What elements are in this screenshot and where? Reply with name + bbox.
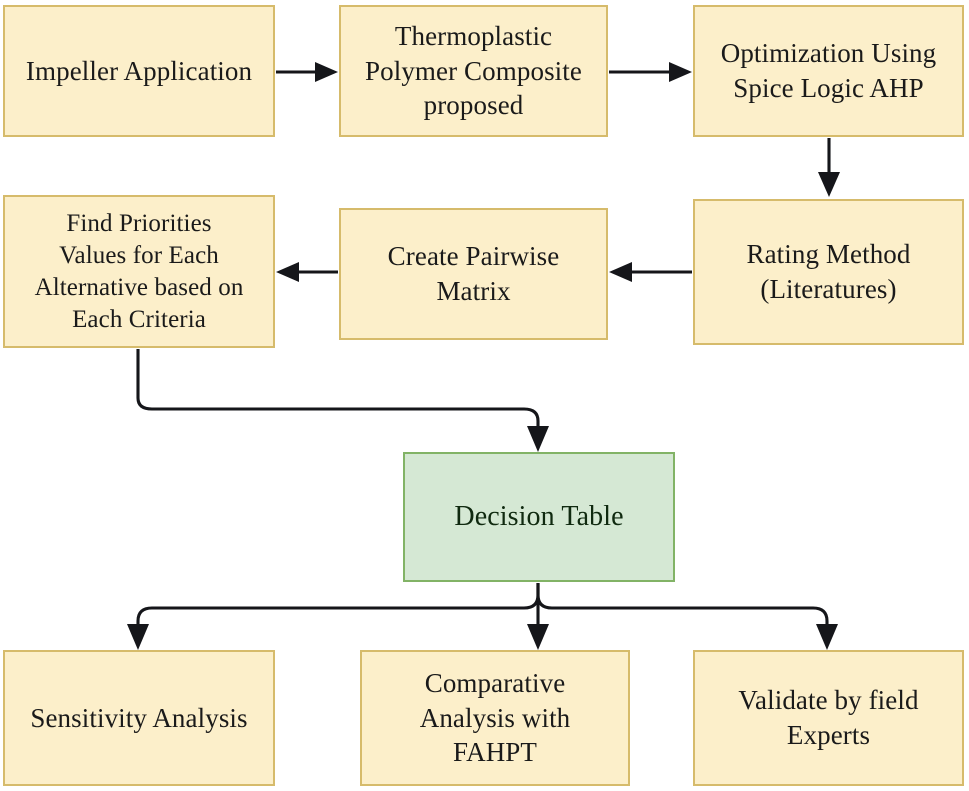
node-label: Sensitivity Analysis bbox=[30, 702, 248, 733]
node-optimization-using-spice-logic-ahp[interactable]: Optimization Using Spice Logic AHP bbox=[693, 5, 964, 137]
node-label: Decision Table bbox=[454, 501, 624, 533]
edge-decision-table-to-comparative bbox=[527, 583, 549, 650]
edge-thermoplastic-to-optimization bbox=[609, 62, 692, 82]
node-label: Comparative Analysis with FAHPT bbox=[419, 668, 571, 768]
node-label: Impeller Application bbox=[25, 55, 253, 86]
edge-impeller-to-thermoplastic bbox=[276, 62, 338, 82]
node-label: Thermoplastic Polymer Composite proposed bbox=[365, 21, 582, 121]
edge-pairwise-to-find-priorities bbox=[276, 262, 338, 282]
node-label: Find Priorities Values for Each Alternat… bbox=[34, 209, 244, 333]
node-create-pairwise-matrix[interactable]: Create Pairwise Matrix bbox=[339, 208, 608, 340]
node-find-priorities-values[interactable]: Find Priorities Values for Each Alternat… bbox=[3, 195, 275, 348]
edge-decision-table-to-sensitivity bbox=[127, 583, 540, 650]
node-impeller-application[interactable]: Impeller Application bbox=[3, 5, 275, 137]
node-thermoplastic-polymer-composite-proposed[interactable]: Thermoplastic Polymer Composite proposed bbox=[339, 5, 608, 137]
node-sensitivity-analysis[interactable]: Sensitivity Analysis bbox=[3, 650, 275, 786]
edge-find-priorities-to-decision-table bbox=[136, 349, 549, 452]
node-label: Validate by field Experts bbox=[738, 685, 919, 750]
node-label: Rating Method (Literatures) bbox=[746, 239, 911, 304]
node-rating-method-literatures[interactable]: Rating Method (Literatures) bbox=[693, 199, 964, 345]
edge-optimization-to-rating bbox=[818, 138, 840, 197]
node-label: Optimization Using Spice Logic AHP bbox=[720, 38, 937, 103]
node-label: Create Pairwise Matrix bbox=[387, 241, 560, 306]
node-comparative-analysis-with-fahpt[interactable]: Comparative Analysis with FAHPT bbox=[360, 650, 630, 786]
node-decision-table[interactable]: Decision Table bbox=[403, 452, 675, 582]
edge-decision-table-to-validate bbox=[536, 583, 838, 650]
node-validate-by-field-experts[interactable]: Validate by field Experts bbox=[693, 650, 964, 786]
edge-rating-to-pairwise bbox=[609, 262, 692, 282]
